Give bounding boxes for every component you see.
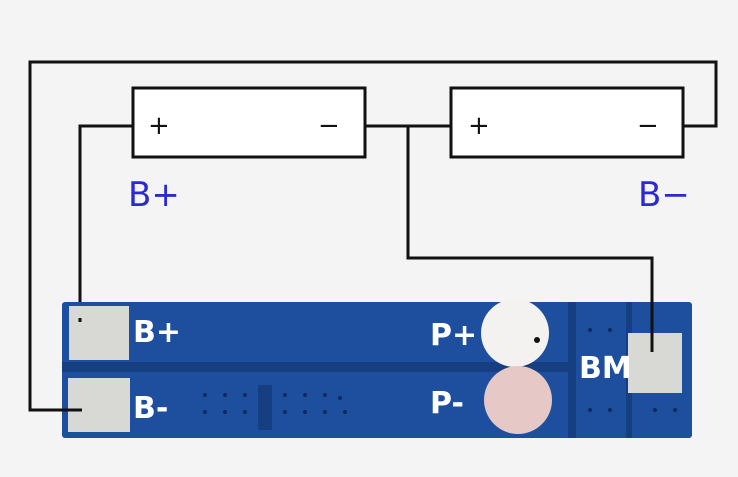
pad-bplus (69, 306, 129, 360)
battery-2-plus: + (468, 111, 490, 141)
board-label-bminus: B- (133, 391, 168, 426)
pad-bm (628, 333, 682, 393)
battery-2-minus: − (637, 111, 659, 141)
pad-bminus (68, 378, 130, 432)
pad-pminus (484, 366, 552, 434)
battery-1-minus: − (318, 111, 340, 141)
pad-pplus (481, 299, 549, 367)
board-label-pminus: P- (430, 386, 464, 421)
battery-1: + − (131, 86, 367, 159)
board-label-bplus: B+ (133, 315, 181, 350)
battery-2: + − (449, 86, 685, 159)
board-label-pplus: P+ (430, 318, 477, 353)
label-b-plus: B+ (128, 175, 180, 215)
battery-1-plus: + (148, 111, 170, 141)
protection-board: B+ B- P+ P- BM (62, 299, 692, 438)
wire-bplus (78, 124, 133, 320)
board-label-bm: BM (579, 351, 632, 386)
label-b-minus: B− (638, 175, 690, 215)
